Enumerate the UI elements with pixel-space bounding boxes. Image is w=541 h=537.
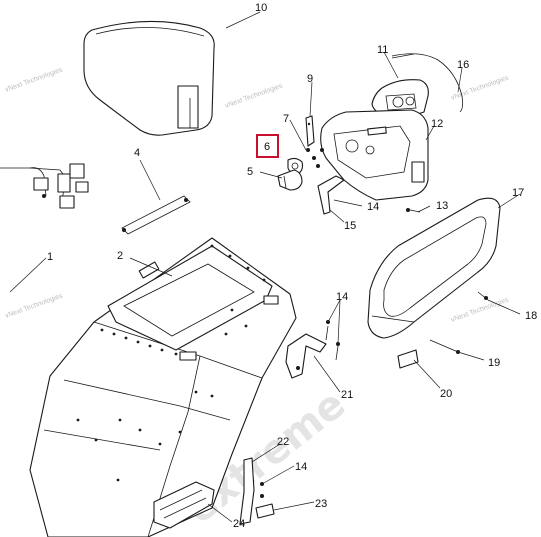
callout-24: 24 — [233, 518, 245, 530]
part-20-reflector — [397, 349, 419, 369]
highlight-box-part-6 — [256, 134, 279, 158]
part-2-storage-parts — [138, 261, 279, 361]
callout-16: 16 — [457, 59, 469, 71]
part-24-running-board — [153, 481, 215, 529]
callout-14-low: 14 — [295, 461, 307, 473]
part-23-pad — [255, 503, 275, 519]
chassis-rivets — [76, 244, 266, 482]
part-15-bracket — [317, 175, 345, 215]
callout-10: 10 — [255, 2, 267, 14]
part-5-bulb-socket — [277, 169, 303, 191]
part-12-taillight-housing — [320, 109, 429, 201]
watermark-2: vNext Technologies — [224, 82, 284, 109]
part-4-harness — [121, 195, 191, 235]
part-18-clip — [477, 291, 489, 301]
callout-20: 20 — [440, 388, 452, 400]
callout-14-top: 14 — [367, 201, 379, 213]
callout-2: 2 — [117, 250, 123, 262]
callout-1: 1 — [47, 251, 53, 263]
callout-23: 23 — [315, 498, 327, 510]
part-7-screws — [306, 148, 324, 168]
part-19-bolt — [429, 339, 460, 354]
part-16-strap — [391, 53, 464, 113]
watermark-1: vNext Technologies — [4, 66, 64, 93]
part-22-lower-bracket — [239, 457, 255, 525]
callout-9: 9 — [307, 73, 313, 85]
callout-11: 11 — [377, 44, 388, 56]
part-13-screw — [406, 208, 421, 213]
part-21-mount-bracket — [285, 320, 340, 379]
part-9-bracket — [305, 115, 315, 147]
callout-6: 6 — [264, 141, 270, 153]
callout-7: 7 — [283, 113, 289, 125]
callout-12: 12 — [431, 118, 443, 130]
callout-14-mid: 14 — [336, 291, 348, 303]
callout-15: 15 — [344, 220, 356, 232]
callout-13: 13 — [436, 200, 448, 212]
watermark-4: vNext Technologies — [4, 292, 64, 319]
callout-17: 17 — [512, 187, 524, 199]
callout-5: 5 — [247, 166, 253, 178]
watermark-6: vNext Technologies — [450, 296, 510, 323]
part-17-side-panel — [367, 197, 501, 339]
callout-21: 21 — [341, 389, 353, 401]
part-10-seat-cushion — [83, 20, 215, 136]
left-wiring-connectors — [0, 163, 89, 209]
callout-19: 19 — [488, 357, 500, 369]
leader-lines — [9, 11, 521, 523]
callout-18: 18 — [525, 310, 537, 322]
part-11-taillight-lens — [371, 79, 429, 118]
callout-22: 22 — [277, 436, 289, 448]
callout-4: 4 — [134, 147, 140, 159]
